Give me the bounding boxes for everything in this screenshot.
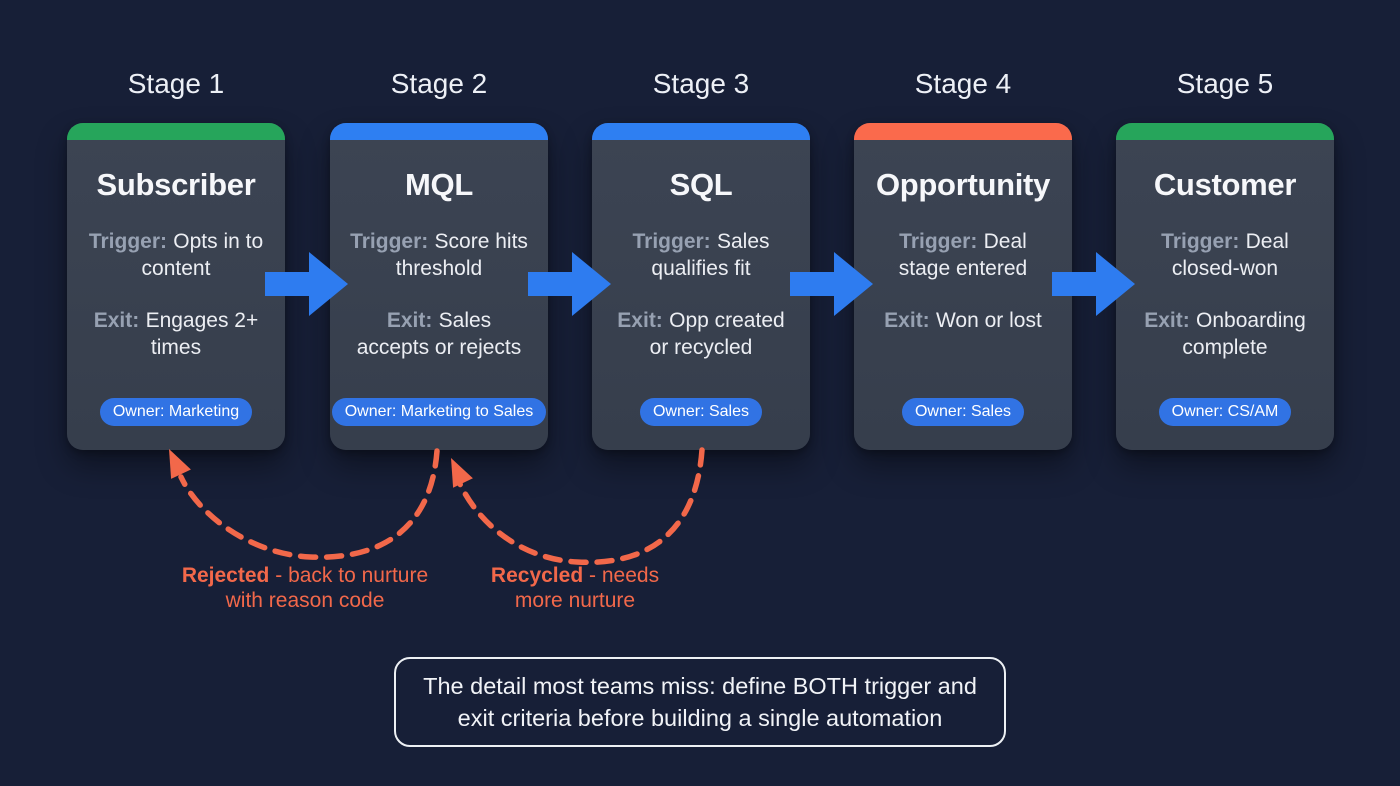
stage-3-trigger: Trigger:Sales qualifies fit	[612, 228, 790, 282]
stage-5-owner-badge: Owner: CS/AM	[1158, 398, 1292, 426]
stage-1-owner-badge: Owner: Marketing	[99, 398, 253, 426]
trigger-label: Trigger:	[88, 230, 167, 253]
stage-column-4: Stage 4 Opportunity Trigger:Deal stage e…	[854, 66, 1072, 450]
stage-4-owner-badge: Owner: Sales	[901, 398, 1025, 426]
trigger-label: Trigger:	[632, 230, 711, 253]
stage-2-owner-badge: Owner: Marketing to Sales	[331, 398, 547, 426]
stage-column-2: Stage 2 MQL Trigger:Score hits threshold…	[330, 66, 548, 450]
flow-arrow-icon	[265, 251, 349, 317]
stage-1-card-body: Subscriber Trigger:Opts in to content Ex…	[67, 140, 285, 450]
key-takeaway-text: The detail most teams miss: define BOTH …	[423, 673, 977, 731]
trigger-label: Trigger:	[899, 230, 978, 253]
stage-3-title: SQL	[669, 167, 733, 202]
rejected-loop-arrowhead-icon	[169, 449, 191, 479]
stage-5-exit: Exit:Onboarding complete	[1136, 307, 1314, 361]
stage-1-card: Subscriber Trigger:Opts in to content Ex…	[67, 123, 285, 450]
stage-2-accent-bar	[330, 123, 548, 140]
stage-5-title: Customer	[1153, 167, 1297, 202]
key-takeaway-box: The detail most teams miss: define BOTH …	[394, 657, 1006, 747]
stage-4-exit: Exit:Won or lost	[884, 307, 1042, 334]
stage-4-card-body: Opportunity Trigger:Deal stage entered E…	[854, 140, 1072, 450]
rejected-description: - back to nurture with reason code	[225, 564, 429, 612]
flow-arrow-icon	[790, 251, 874, 317]
stage-5-label: Stage 5	[1176, 68, 1274, 99]
trigger-value: Opts in to content	[141, 230, 264, 280]
stage-4-trigger: Trigger:Deal stage entered	[874, 228, 1052, 282]
exit-value: Opp created or recycled	[649, 309, 785, 359]
exit-value: Won or lost	[935, 309, 1042, 332]
trigger-label: Trigger:	[1161, 230, 1240, 253]
stage-2-card-body: MQL Trigger:Score hits threshold Exit:Sa…	[330, 140, 548, 450]
stage-3-exit: Exit:Opp created or recycled	[612, 307, 790, 361]
stage-4-label: Stage 4	[914, 68, 1012, 99]
stage-3-card: SQL Trigger:Sales qualifies fit Exit:Opp…	[592, 123, 810, 450]
recycled-loop-arrowhead-icon	[451, 458, 473, 488]
trigger-value: Sales qualifies fit	[651, 230, 770, 280]
trigger-value: Deal stage entered	[898, 230, 1028, 280]
trigger-value: Deal closed-won	[1171, 230, 1289, 280]
recycled-loop-label: Recycled- needs more nurture	[480, 563, 670, 613]
stage-2-exit: Exit:Sales accepts or rejects	[350, 307, 528, 361]
stage-column-1: Stage 1 Subscriber Trigger:Opts in to co…	[67, 66, 285, 450]
rejected-loop-label: Rejected- back to nurture with reason co…	[180, 563, 430, 613]
stage-1-label: Stage 1	[127, 68, 225, 99]
exit-value: Sales accepts or rejects	[356, 309, 522, 359]
stage-5-accent-bar	[1116, 123, 1334, 140]
stage-column-5: Stage 5 Customer Trigger:Deal closed-won…	[1116, 66, 1334, 450]
stage-1-exit: Exit:Engages 2+ times	[87, 307, 265, 361]
recycled-description: - needs more nurture	[514, 564, 660, 612]
stage-3-label: Stage 3	[652, 68, 750, 99]
trigger-label: Trigger:	[350, 230, 429, 253]
stage-3-owner-badge: Owner: Sales	[639, 398, 763, 426]
exit-label: Exit:	[386, 309, 433, 332]
exit-label: Exit:	[884, 309, 930, 332]
exit-value: Onboarding complete	[1182, 309, 1306, 359]
stage-5-card: Customer Trigger:Deal closed-won Exit:On…	[1116, 123, 1334, 450]
stage-1-trigger: Trigger:Opts in to content	[87, 228, 265, 282]
recycled-term: Recycled	[490, 564, 584, 587]
stage-2-card: MQL Trigger:Score hits threshold Exit:Sa…	[330, 123, 548, 450]
flow-arrow-icon	[1052, 251, 1136, 317]
rejected-loop-arc	[178, 448, 440, 560]
stage-1-accent-bar	[67, 123, 285, 140]
stage-4-title: Opportunity	[875, 167, 1051, 202]
exit-value: Engages 2+ times	[145, 309, 259, 359]
exit-label: Exit:	[1144, 309, 1190, 332]
stage-column-3: Stage 3 SQL Trigger:Sales qualifies fit …	[592, 66, 810, 450]
stage-5-card-body: Customer Trigger:Deal closed-won Exit:On…	[1116, 140, 1334, 450]
flow-arrow-icon	[528, 251, 612, 317]
stage-1-title: Subscriber	[96, 167, 256, 202]
exit-label: Exit:	[617, 309, 663, 332]
stage-3-card-body: SQL Trigger:Sales qualifies fit Exit:Opp…	[592, 140, 810, 450]
stage-5-trigger: Trigger:Deal closed-won	[1136, 228, 1314, 282]
stage-3-accent-bar	[592, 123, 810, 140]
stage-4-card: Opportunity Trigger:Deal stage entered E…	[854, 123, 1072, 450]
exit-label: Exit:	[93, 309, 140, 332]
rejected-term: Rejected	[181, 564, 270, 587]
recycled-loop-arc	[457, 447, 705, 566]
stage-4-accent-bar	[854, 123, 1072, 140]
stage-2-title: MQL	[405, 167, 473, 202]
stage-2-label: Stage 2	[390, 68, 488, 99]
stage-2-trigger: Trigger:Score hits threshold	[350, 228, 528, 282]
trigger-value: Score hits threshold	[395, 230, 528, 280]
